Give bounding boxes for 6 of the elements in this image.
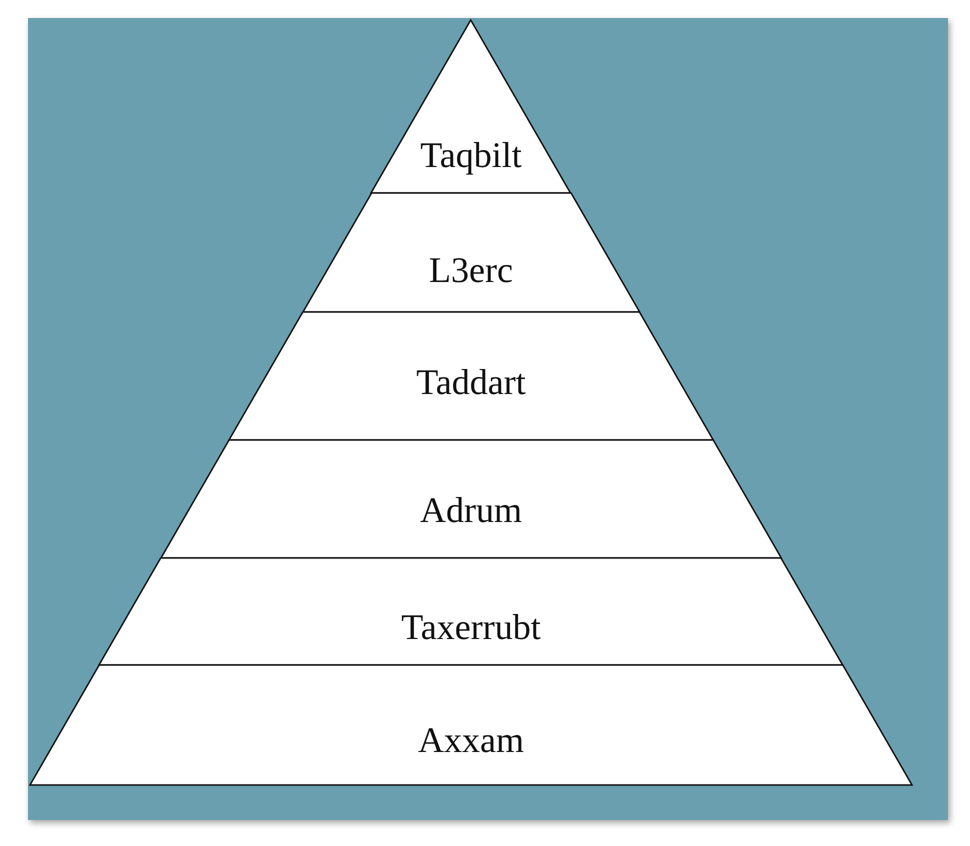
level-label: Adrum [418, 492, 523, 528]
level-label: Taddart [415, 364, 527, 400]
level-label: Taxerrubt [400, 609, 542, 645]
level-label: Axxam [417, 722, 525, 758]
level-label: Taqbilt [419, 137, 523, 173]
level-label: L3erc [428, 252, 514, 288]
